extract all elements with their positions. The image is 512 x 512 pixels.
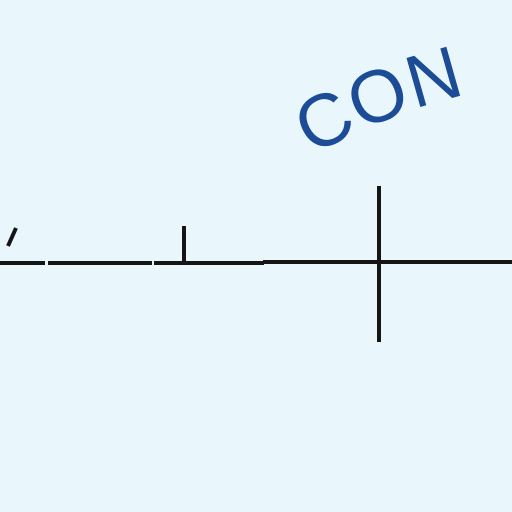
axis-line — [0, 260, 512, 265]
curved-label: CON — [281, 29, 471, 169]
left-slanted-tick — [6, 227, 18, 247]
curved-label-text: CON — [281, 29, 470, 169]
